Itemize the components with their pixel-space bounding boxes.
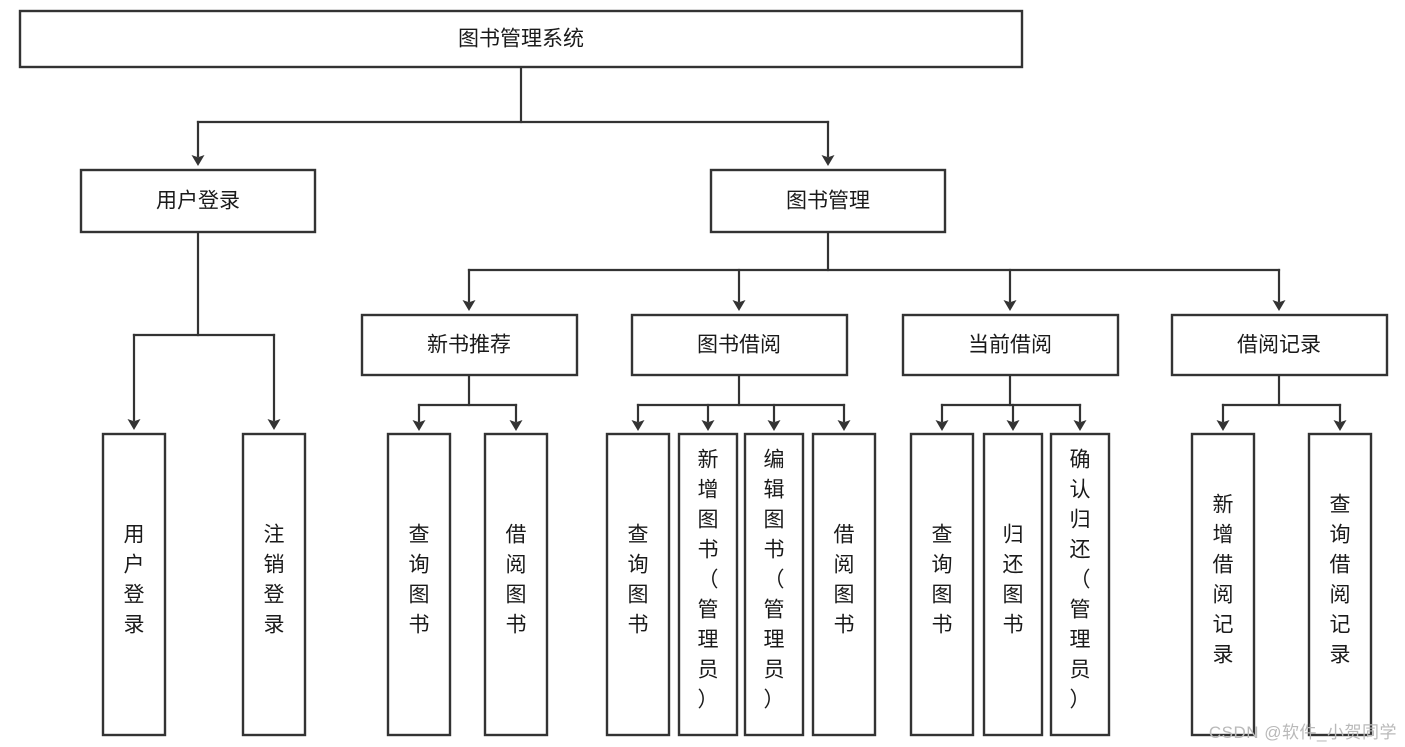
- leaf-box[interactable]: [743, 432, 805, 737]
- leaf-node[interactable]: 编辑图书（管理员）: [743, 432, 805, 737]
- leaf-label: 确认归还（管理员）: [1070, 448, 1091, 711]
- leaf-node[interactable]: 借阅图书: [811, 432, 877, 737]
- leaf-node[interactable]: 查询图书: [386, 432, 452, 737]
- leaf-label: 归还图书: [1003, 523, 1024, 636]
- current-borrow-box[interactable]: [901, 313, 1120, 377]
- book-management-label: 图书管理: [786, 190, 870, 213]
- leaf-box[interactable]: [101, 432, 167, 737]
- leaf-box[interactable]: [1307, 432, 1373, 737]
- book-borrow-label: 图书借阅: [697, 334, 781, 357]
- leaf-box[interactable]: [483, 432, 549, 737]
- leaf-node[interactable]: 注销登录: [241, 432, 307, 737]
- borrow-record-label: 借阅记录: [1237, 334, 1321, 357]
- leaf-box[interactable]: [241, 432, 307, 737]
- leaf-label: 编辑图书（管理员）: [764, 448, 785, 711]
- leaf-label: 新增借阅记录: [1213, 493, 1234, 666]
- leaf-label: 查询图书: [628, 523, 649, 636]
- leaf-node-layer: 用户登录 注销登录 查询图书 借阅图书 查询图书 新增图书（管理员） 编辑图书（管理员） 借阅…: [101, 432, 1373, 737]
- node-borrow-record[interactable]: 借阅记录: [1170, 313, 1389, 377]
- new-book-recommend-label: 新书推荐: [427, 334, 511, 357]
- leaf-label: 用户登录: [124, 523, 145, 636]
- leaf-label: 借阅图书: [506, 523, 527, 636]
- leaf-box[interactable]: [982, 432, 1044, 737]
- leaf-box[interactable]: [1190, 432, 1256, 737]
- leaf-box[interactable]: [677, 432, 739, 737]
- node-current-borrow[interactable]: 当前借阅: [901, 313, 1120, 377]
- user-login-box[interactable]: [79, 168, 317, 234]
- book-management-box[interactable]: [709, 168, 947, 234]
- leaf-label: 注销登录: [264, 523, 285, 636]
- leaf-node[interactable]: 归还图书: [982, 432, 1044, 737]
- leaf-label: 查询图书: [932, 523, 953, 636]
- root-box[interactable]: [18, 9, 1024, 69]
- node-book-borrow[interactable]: 图书借阅: [630, 313, 849, 377]
- leaf-node[interactable]: 查询图书: [605, 432, 671, 737]
- leaf-box[interactable]: [386, 432, 452, 737]
- leaf-node[interactable]: 用户登录: [101, 432, 167, 737]
- borrow-record-box[interactable]: [1170, 313, 1389, 377]
- leaf-label: 新增图书（管理员）: [698, 448, 719, 711]
- leaf-label: 查询图书: [409, 523, 430, 636]
- leaf-node[interactable]: 查询借阅记录: [1307, 432, 1373, 737]
- leaf-node[interactable]: 确认归还（管理员）: [1049, 432, 1111, 737]
- node-new-book-recommend[interactable]: 新书推荐: [360, 313, 579, 377]
- user-login-label: 用户登录: [156, 190, 240, 213]
- node-book-management[interactable]: 图书管理: [709, 168, 947, 234]
- leaf-box[interactable]: [1049, 432, 1111, 737]
- leaf-box[interactable]: [605, 432, 671, 737]
- new-book-recommend-box[interactable]: [360, 313, 579, 377]
- leaf-node[interactable]: 借阅图书: [483, 432, 549, 737]
- leaf-node[interactable]: 新增图书（管理员）: [677, 432, 739, 737]
- node-root-book-management-system[interactable]: 图书管理系统: [18, 9, 1024, 69]
- current-borrow-label: 当前借阅: [968, 334, 1052, 357]
- book-borrow-box[interactable]: [630, 313, 849, 377]
- leaf-node[interactable]: 查询图书: [909, 432, 975, 737]
- root-label: 图书管理系统: [458, 28, 584, 51]
- connector-layer: [127, 65, 1347, 431]
- leaf-node[interactable]: 新增借阅记录: [1190, 432, 1256, 737]
- leaf-box[interactable]: [909, 432, 975, 737]
- leaf-label: 查询借阅记录: [1330, 493, 1351, 666]
- leaf-label: 借阅图书: [834, 523, 855, 636]
- node-user-login[interactable]: 用户登录: [79, 168, 317, 234]
- leaf-box[interactable]: [811, 432, 877, 737]
